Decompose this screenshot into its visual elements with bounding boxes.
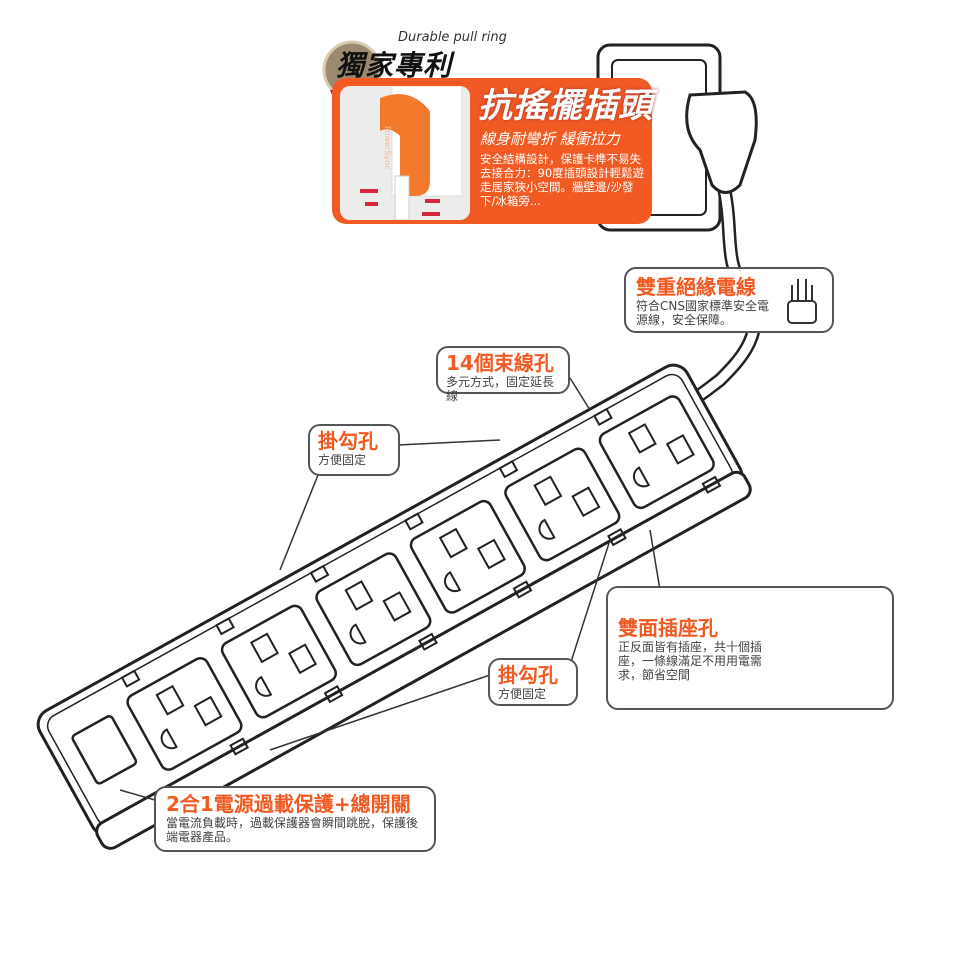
- outlet: [215, 604, 344, 719]
- callout-description: 符合CNS國家標準安全電源線，安全保障。: [636, 299, 769, 327]
- callout-cable-holes: 14個束線孔 多元方式，固定延長線: [436, 346, 570, 403]
- outlet: [120, 657, 250, 771]
- leader-lines: [119, 377, 661, 801]
- callout-title: 掛勾孔: [498, 663, 558, 687]
- callout-hook-hole-bottom: 掛勾孔 方便固定: [488, 658, 578, 706]
- power-strip: [36, 363, 752, 850]
- anti-sway-plug-panel: PowerSync 抗搖擺插頭 線身耐彎折 緩衝拉力 安全結構設計，保護卡榫不易…: [332, 78, 652, 224]
- promo-description: 安全結構設計，保護卡榫不易失去接合力：90度插頭設計輕鬆遊走居家狹小空間。牆壁邊…: [480, 152, 645, 208]
- angled-plug: [685, 90, 758, 194]
- callout-overload-switch: 2合1電源過載保護+總開關 當電流負載時，過載保護器會瞬間跳脫，保護後端電器產品…: [154, 786, 436, 852]
- outlet: [498, 447, 627, 562]
- callout-title: 2合1電源過載保護+總開關: [166, 792, 411, 816]
- callout-description: 當電流負載時，過載保護器會瞬間跳脫，保護後端電器產品。: [166, 816, 419, 844]
- promo-subtitle: 線身耐彎折 緩衝拉力: [480, 130, 620, 148]
- callout-description: 正反面皆有插座，共十個插座，一條線滿足不用用電需求，節省空間: [618, 640, 763, 682]
- power-switch: [71, 715, 138, 785]
- promo-title: 抗搖擺插頭: [478, 86, 653, 126]
- callout-title: 14個束線孔: [446, 351, 554, 375]
- callout-title: 雙重絕緣電線: [636, 275, 756, 299]
- callout-description: 方便固定: [498, 687, 547, 701]
- outlet: [592, 395, 722, 510]
- badge-caption: Durable pull ring: [398, 30, 507, 45]
- callout-double-side: 雙面插座孔 正反面皆有插座，共十個插座，一條線滿足不用用電需求，節省空間: [606, 586, 894, 710]
- cable-icon: [787, 279, 817, 324]
- callout-description: 方便固定: [318, 453, 367, 467]
- plug-photo: PowerSync: [340, 86, 470, 220]
- outlet: [404, 499, 533, 614]
- callout-title: 雙面插座孔: [618, 616, 718, 640]
- callout-description: 多元方式，固定延長線: [446, 375, 555, 403]
- outlet: [309, 552, 438, 667]
- badge-title: 獨家專利: [336, 49, 453, 82]
- callout-title: 掛勾孔: [318, 429, 378, 453]
- plug-brand-label: PowerSync: [383, 126, 392, 170]
- callout-insulated-cord: 雙重絕緣電線 符合CNS國家標準安全電源線，安全保障。: [624, 267, 834, 333]
- callout-hook-hole-top: 掛勾孔 方便固定: [308, 424, 400, 476]
